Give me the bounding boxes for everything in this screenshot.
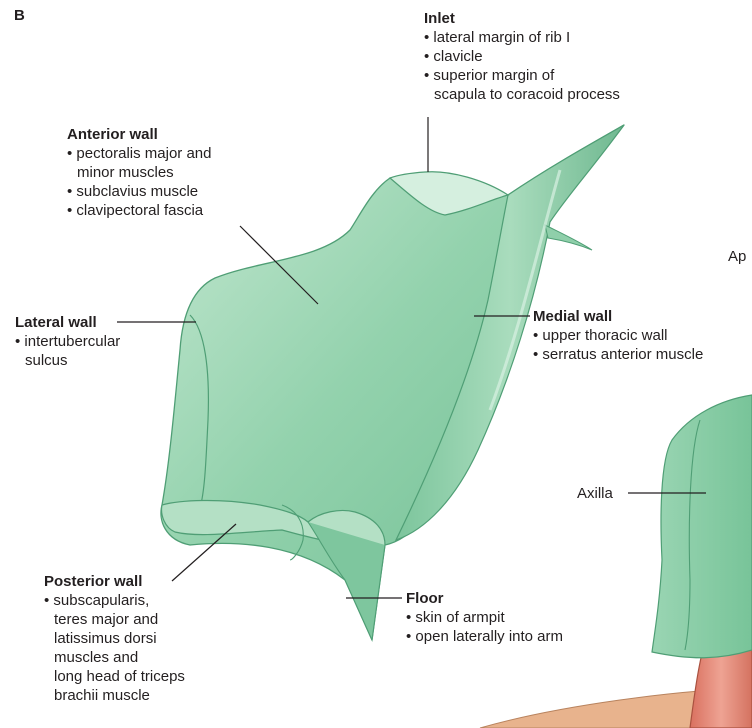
anterior-wall-item-1: pectoralis major and	[67, 144, 212, 163]
floor-title: Floor	[406, 589, 563, 608]
lateral-wall-title: Lateral wall	[15, 313, 120, 332]
small-axilla-shape	[652, 395, 752, 658]
floor-item-2: open laterally into arm	[406, 627, 563, 646]
anterior-wall-title: Anterior wall	[67, 125, 212, 144]
posterior-wall-cont-5: brachii muscle	[44, 686, 185, 705]
inlet-item-1: lateral margin of rib I	[424, 28, 620, 47]
inlet-lip	[545, 225, 592, 250]
inlet-item-3-cont: scapula to coracoid process	[424, 85, 620, 104]
posterior-wall-cont-1: teres major and	[44, 610, 185, 629]
floor-item-1: skin of armpit	[406, 608, 563, 627]
lateral-wall-item-1: intertubercular	[15, 332, 120, 351]
floor-label: Floor skin of armpit open laterally into…	[406, 589, 563, 646]
lateral-wall-item-1-cont: sulcus	[15, 351, 120, 370]
medial-wall-label: Medial wall upper thoracic wall serratus…	[533, 307, 703, 364]
apex-partial-label: Ap	[728, 247, 746, 266]
panel-letter: B	[14, 7, 25, 24]
posterior-wall-cont-3: muscles and	[44, 648, 185, 667]
anterior-wall-item-2: subclavius muscle	[67, 182, 212, 201]
axilla-pyramid	[161, 125, 624, 640]
medial-wall-title: Medial wall	[533, 307, 703, 326]
anterior-wall-label: Anterior wall pectoralis major and minor…	[67, 125, 212, 220]
medial-wall-item-1: upper thoracic wall	[533, 326, 703, 345]
posterior-wall-item-1: subscapularis,	[44, 591, 185, 610]
posterior-wall-cont-4: long head of triceps	[44, 667, 185, 686]
lateral-wall-label: Lateral wall intertubercular sulcus	[15, 313, 120, 370]
right-small-axilla	[480, 395, 752, 728]
anterior-wall-item-1-cont: minor muscles	[67, 163, 212, 182]
inlet-label: Inlet lateral margin of rib I clavicle s…	[424, 9, 620, 104]
axilla-label: Axilla	[577, 484, 613, 503]
inlet-item-3: superior margin of	[424, 66, 620, 85]
posterior-wall-label: Posterior wall subscapularis, teres majo…	[44, 572, 185, 705]
inlet-title: Inlet	[424, 9, 620, 28]
medial-wall-item-2: serratus anterior muscle	[533, 345, 703, 364]
inlet-item-2: clavicle	[424, 47, 620, 66]
posterior-wall-cont-2: latissimus dorsi	[44, 629, 185, 648]
posterior-wall-title: Posterior wall	[44, 572, 185, 591]
anterior-wall-item-3: clavipectoral fascia	[67, 201, 212, 220]
